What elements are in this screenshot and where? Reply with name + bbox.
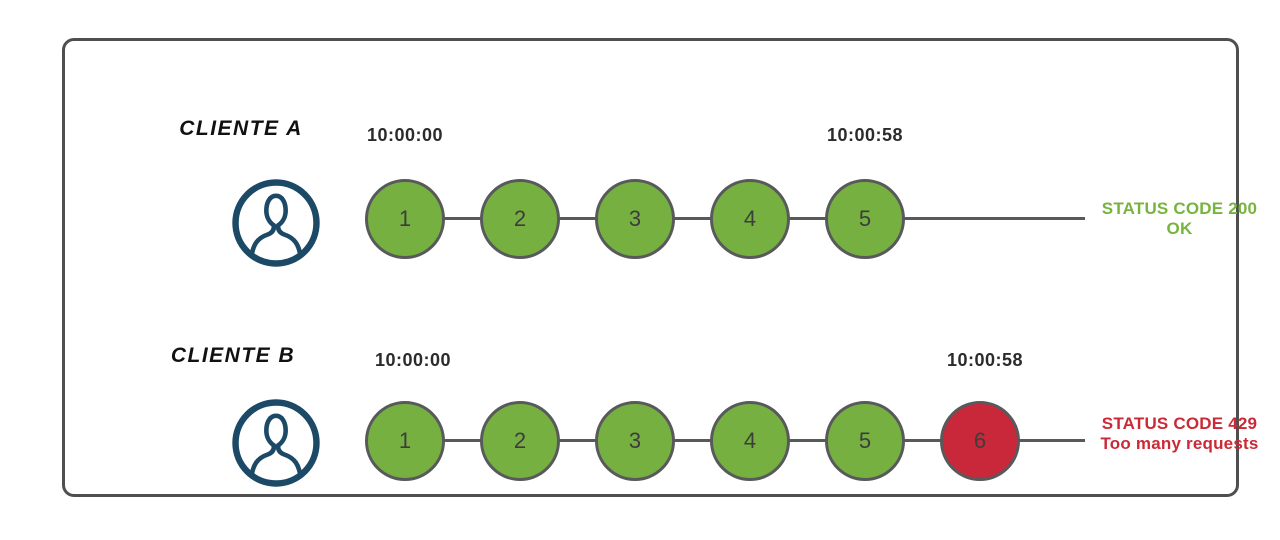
request-circle-b-1: 1 — [365, 401, 445, 481]
row-a-status-message: OK — [1166, 219, 1193, 238]
request-circle-b-2: 2 — [480, 401, 560, 481]
row-a-status: STATUS CODE 200 OK — [1087, 199, 1272, 239]
request-circle-b-3: 3 — [595, 401, 675, 481]
request-circle-b-6: 6 — [940, 401, 1020, 481]
request-circle-a-2: 2 — [480, 179, 560, 259]
row-a-status-code: STATUS CODE 200 — [1101, 199, 1258, 218]
row-a-end-time: 10:00:58 — [826, 125, 904, 145]
request-circle-a-3: 3 — [595, 179, 675, 259]
row-b-status-code: STATUS CODE 429 — [1101, 414, 1258, 433]
row-b-start-time: 10:00:00 — [374, 350, 452, 370]
row-b-end-time: 10:00:58 — [946, 350, 1024, 370]
row-a-start-time: 10:00:00 — [366, 125, 444, 145]
client-b-avatar — [230, 397, 322, 489]
client-a-avatar — [230, 177, 322, 269]
request-circle-b-5: 5 — [825, 401, 905, 481]
request-circle-a-5: 5 — [825, 179, 905, 259]
person-icon — [230, 177, 322, 269]
request-circle-b-4: 4 — [710, 401, 790, 481]
client-a-label: CLIENTE A — [179, 117, 303, 140]
row-b-status: STATUS CODE 429 Too many requests — [1087, 414, 1272, 454]
client-b-label: CLIENTE B — [170, 344, 296, 367]
person-icon — [230, 397, 322, 489]
row-b-status-message: Too many requests — [1100, 434, 1259, 453]
request-circle-a-4: 4 — [710, 179, 790, 259]
request-circle-a-1: 1 — [365, 179, 445, 259]
